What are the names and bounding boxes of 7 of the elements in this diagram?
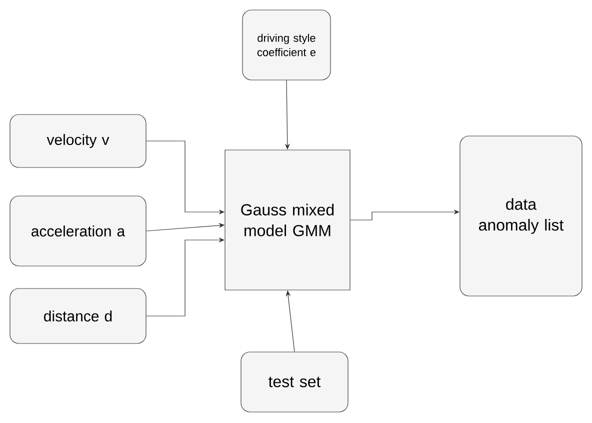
input-box: velocity v xyxy=(10,114,146,168)
input-box: distance d xyxy=(10,288,146,344)
model-box: Gauss mixed model GMM xyxy=(224,150,350,290)
input-box: acceleration a xyxy=(10,196,146,266)
input-box: driving style coefficient e xyxy=(242,10,331,80)
input-box: test set xyxy=(240,352,348,412)
input-box: data anomaly list xyxy=(460,136,582,296)
